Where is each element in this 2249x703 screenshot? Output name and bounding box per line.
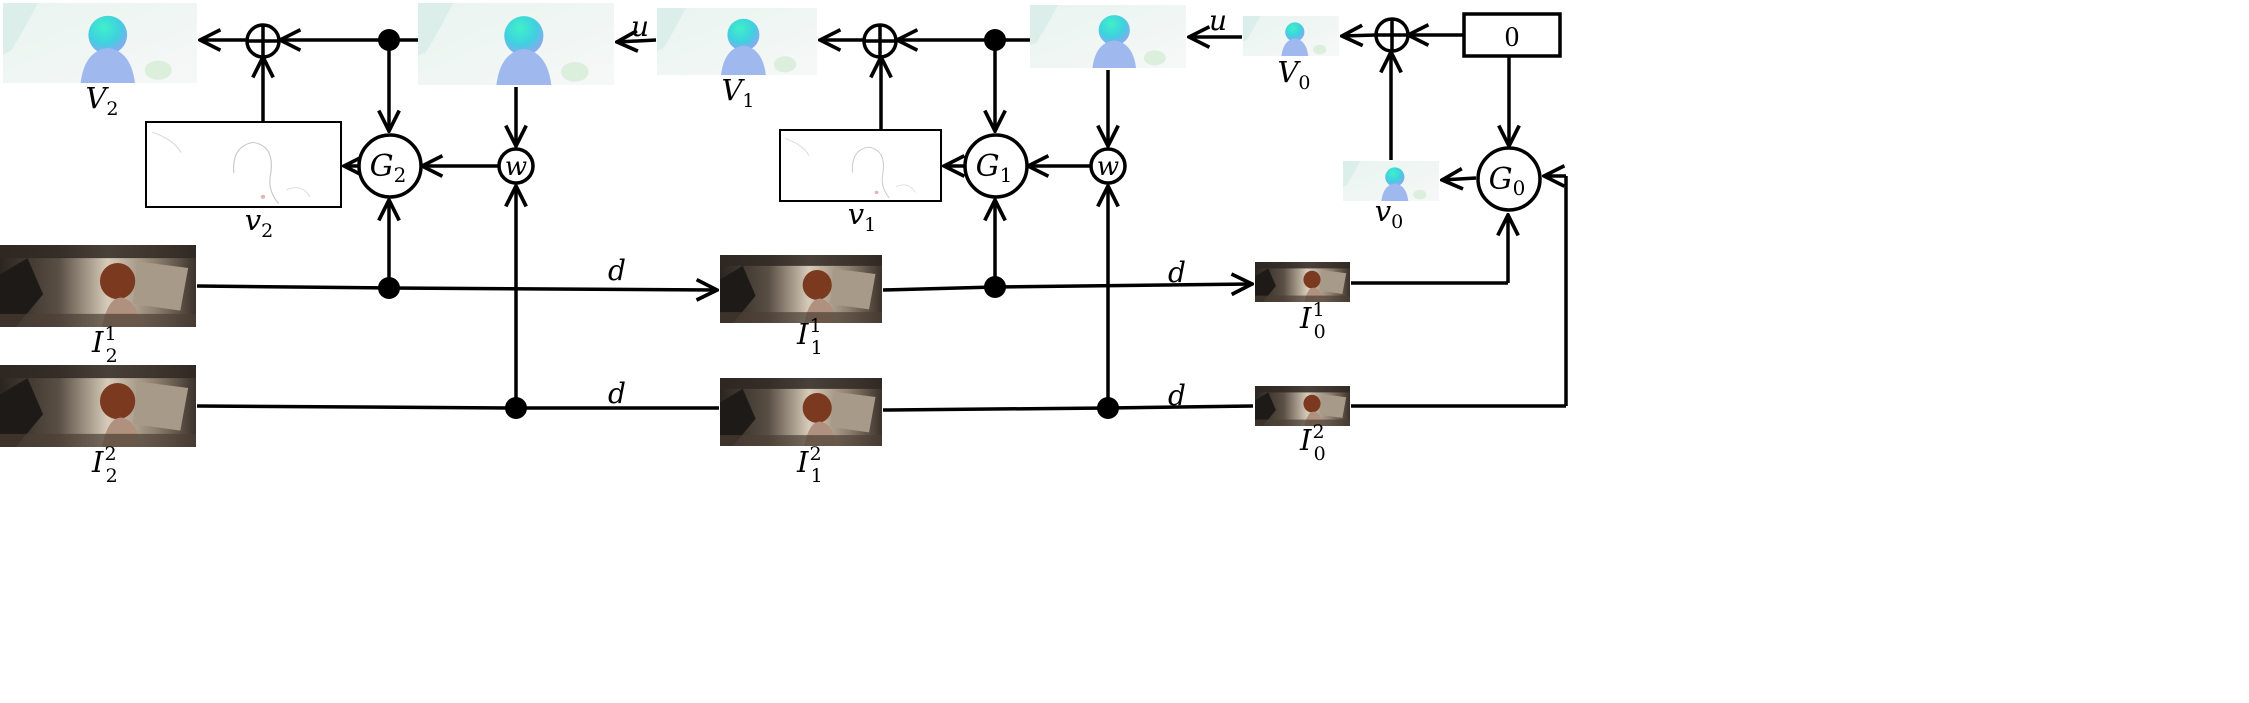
downsample-label: d <box>1168 256 1186 289</box>
svg-text:G1: G1 <box>976 149 1013 187</box>
label-v2: v2 <box>245 203 273 242</box>
junction-dot <box>984 29 1006 51</box>
frame-image-I1-2 <box>720 378 882 446</box>
flow-image-V1 <box>657 8 817 75</box>
junction-dot <box>1097 397 1119 419</box>
warp-node-level2: w <box>497 147 535 185</box>
label-v0: v0 <box>1375 194 1403 233</box>
flow-image-V1-coarse <box>418 3 614 85</box>
flow-image-V2 <box>3 3 197 83</box>
junction-dot <box>505 397 527 419</box>
flow-image-V0-coarse <box>1030 5 1186 68</box>
generator-node-G0: G0 <box>1476 146 1542 212</box>
sum-node-level2 <box>245 23 281 59</box>
label-V2: V2 <box>85 81 118 120</box>
svg-text:w: w <box>505 152 527 182</box>
frame-image-I1-1 <box>720 255 882 323</box>
junction-dot <box>378 277 400 299</box>
zero-init-box: 0 <box>1462 12 1562 58</box>
junction-dot <box>984 276 1006 298</box>
frame-image-I2-1 <box>0 245 196 327</box>
generator-node-G2: G2 <box>357 133 423 199</box>
generator-node-G1: G1 <box>963 133 1029 199</box>
junction-dot <box>378 29 400 51</box>
downsample-label: d <box>608 254 626 287</box>
label-V0: V0 <box>1277 55 1310 94</box>
sum-node-level1 <box>862 23 898 59</box>
connectors <box>196 35 1568 412</box>
upsample-label: u <box>631 10 649 43</box>
svg-text:G2: G2 <box>370 149 407 187</box>
frame-image-I0-2 <box>1255 386 1350 426</box>
residual-image-v1 <box>779 129 942 202</box>
warp-node-level1: w <box>1089 147 1127 185</box>
frame-image-I2-2 <box>0 365 196 447</box>
downsample-label: d <box>608 377 626 410</box>
svg-text:w: w <box>1097 152 1119 182</box>
svg-text:G0: G0 <box>1489 162 1526 200</box>
sum-node-level0 <box>1374 17 1410 53</box>
label-v1: v1 <box>848 197 876 236</box>
frame-image-I0-1 <box>1255 262 1350 302</box>
residual-image-v2 <box>145 121 342 208</box>
label-V1: V1 <box>721 73 754 112</box>
junction-dots <box>378 29 1119 419</box>
flow-image-V0 <box>1243 16 1339 56</box>
upsample-label: u <box>1209 4 1227 37</box>
downsample-label: d <box>1168 379 1186 412</box>
zero-label: 0 <box>1505 21 1520 53</box>
